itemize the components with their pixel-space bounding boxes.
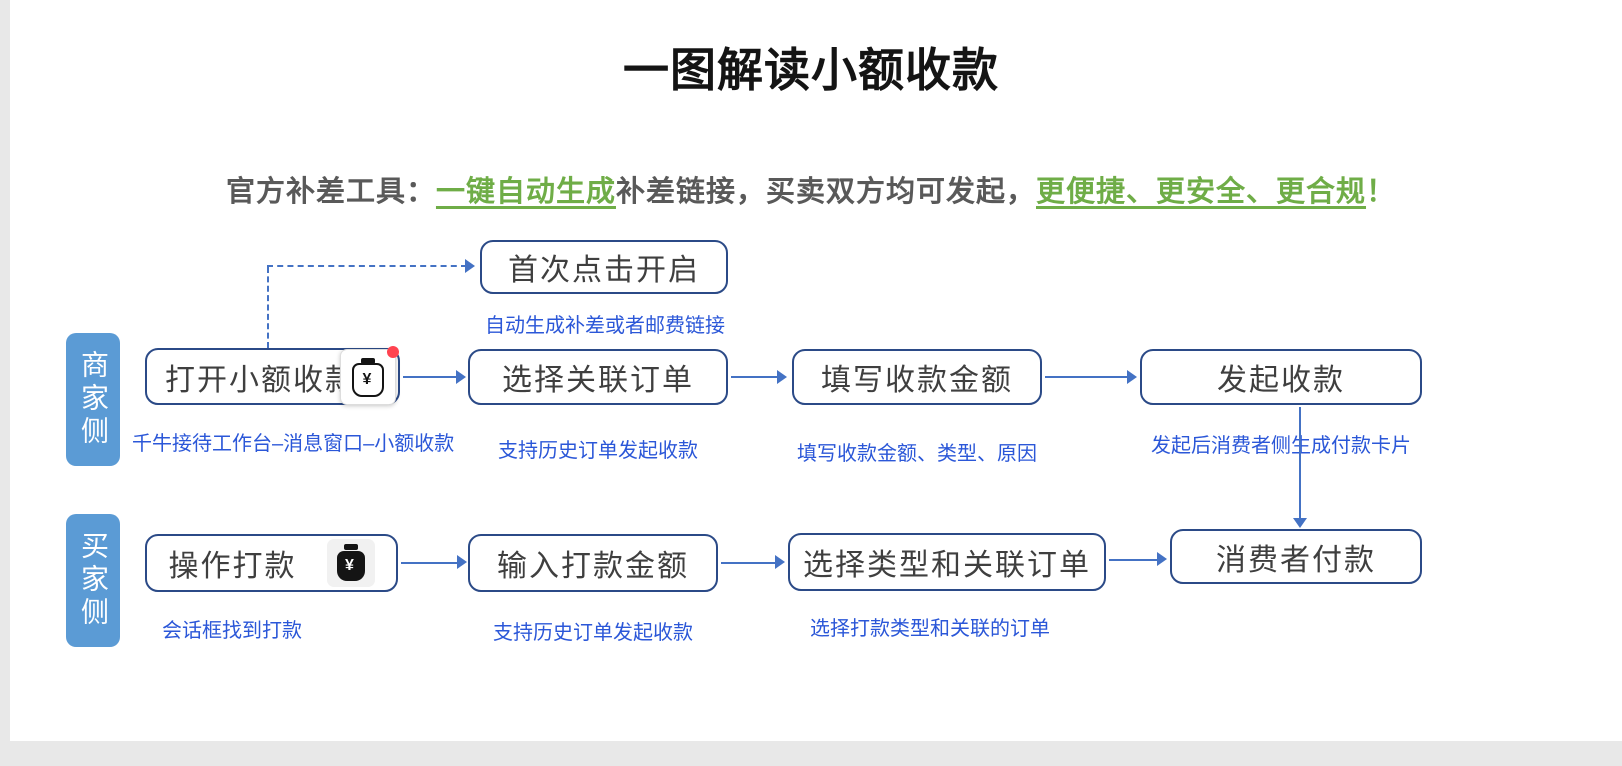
window-edge-bottom [0, 741, 1622, 766]
money-pouch-icon: ¥ [352, 362, 384, 397]
caption-first-click: 自动生成补差或者邮费链接 [485, 315, 725, 337]
notification-dot [387, 345, 399, 358]
caption-open: 千牛接待工作台–消息窗口–小额收款 [132, 433, 455, 455]
subtitle-highlight-1: 一键自动生成 [435, 176, 616, 208]
lane-buyer-side: 买家侧 [66, 514, 120, 647]
caption-pay-action: 会话框找到打款 [162, 620, 302, 642]
node-consumer-pay: 消费者付款 [1170, 529, 1422, 584]
subtitle-gray-1: 官方补差工具： [225, 176, 436, 208]
node-label: 选择类型和关联订单 [803, 549, 1091, 582]
subtitle-highlight-2: 更便捷、更安全、更合规 [1036, 176, 1367, 208]
caption-input-amount: 支持历史订单发起收款 [493, 622, 693, 644]
caption-select-order: 支持历史订单发起收款 [498, 440, 698, 462]
caption-initiate: 发起后消费者侧生成付款卡片 [1151, 435, 1411, 457]
node-label: 输入打款金额 [497, 550, 689, 583]
lane-merchant-side: 商家侧 [66, 333, 120, 466]
subtitle: 官方补差工具：一键自动生成补差链接，买卖双方均可发起，更便捷、更安全、更合规！ [0, 168, 1622, 210]
node-initiate-collection: 发起收款 [1140, 349, 1422, 405]
node-select-related-order: 选择关联订单 [468, 349, 728, 405]
caption-fill-amount: 填写收款金额、类型、原因 [797, 443, 1037, 465]
node-select-type-and-order: 选择类型和关联订单 [788, 533, 1106, 591]
money-pouch-icon: ¥ [336, 551, 365, 581]
node-label: 消费者付款 [1216, 543, 1376, 577]
node-fill-amount: 填写收款金额 [792, 349, 1042, 405]
caption-select-type: 选择打款类型和关联的订单 [810, 618, 1050, 640]
subtitle-gray-2: 补差链接，买卖双方均可发起， [615, 176, 1036, 208]
qianniu-collection-icon: ¥ [340, 345, 399, 405]
node-first-click-enable: 首次点击开启 [480, 240, 728, 294]
window-edge-left [0, 0, 10, 766]
subtitle-exclamation: ！ [1366, 176, 1397, 208]
node-label: 填写收款金额 [821, 364, 1013, 397]
node-label: 发起收款 [1217, 364, 1345, 397]
page-title: 一图解读小额收款 [623, 44, 999, 96]
payment-icon-tile: ¥ [326, 539, 375, 587]
node-label: 选择关联订单 [502, 364, 694, 397]
node-input-payment-amount: 输入打款金额 [468, 534, 718, 592]
node-label: 打开小额收款 [165, 363, 357, 397]
node-open-small-collection: 打开小额收款 ¥ [145, 345, 400, 405]
node-label: 操作打款 [168, 550, 297, 583]
node-pay-action: 操作打款 ¥ [145, 534, 398, 592]
node-label: 首次点击开启 [508, 254, 700, 287]
